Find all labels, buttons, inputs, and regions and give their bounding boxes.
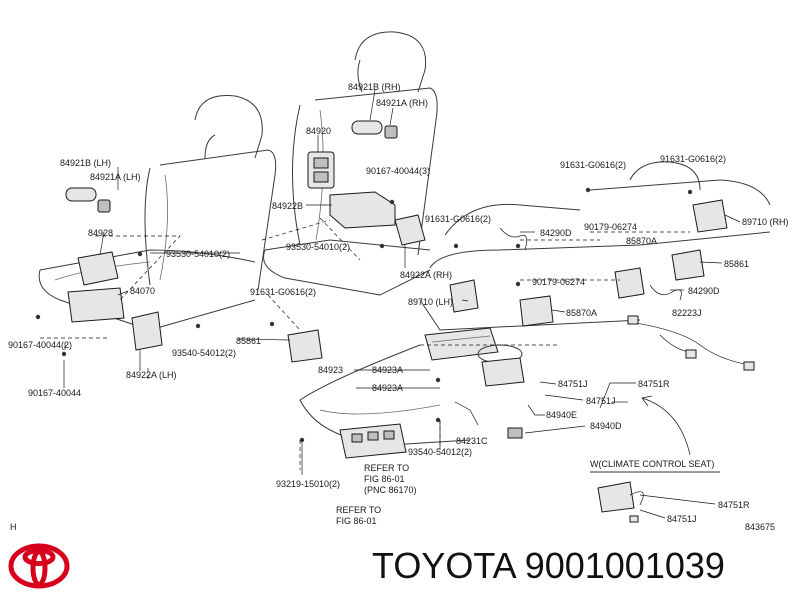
leader-lines <box>40 89 741 519</box>
switch-84070 <box>67 287 125 323</box>
label-84751j-c: 84751J <box>667 514 697 524</box>
label-85861-right: 85861 <box>724 259 749 269</box>
harness-82223j <box>629 321 751 366</box>
label-90179-06274-b: 90179-06274 <box>532 277 585 287</box>
climate-control-inset <box>590 471 720 523</box>
label-84921b-lh: 84921B (LH) <box>60 158 111 168</box>
label-84751r-b: 84751R <box>718 500 750 510</box>
label-90167-40044-2: 90167-40044(2) <box>8 340 72 350</box>
label-89710-rh: 89710 (RH) <box>742 217 789 227</box>
label-84928: 84928 <box>88 228 113 238</box>
label-84921b-rh: 84921B (RH) <box>348 82 401 92</box>
label-84923a-a: 84923A <box>372 365 403 375</box>
label-84751r-a: 84751R <box>638 379 670 389</box>
label-93540-54012-2-a: 93540-54012(2) <box>172 348 236 358</box>
sensor-84231c <box>454 401 479 426</box>
label-84922a-rh: 84922A (RH) <box>400 270 452 280</box>
knob-84921b-lh <box>65 187 97 202</box>
part-labels: 84921B (RH) 84921A (RH) 84920 84921B (LH… <box>8 82 789 532</box>
module-85870a-left <box>519 295 554 327</box>
console-84923 <box>424 327 499 361</box>
label-refer-2b: FIG 86-01 <box>336 516 377 526</box>
label-84070: 84070 <box>130 286 155 296</box>
label-89710-lh: 89710 (LH) <box>408 297 453 307</box>
label-93530-54010-2-right: 93530-54010(2) <box>286 242 350 252</box>
label-84923: 84923 <box>318 365 343 375</box>
corner-mark: H <box>10 522 17 532</box>
connector-84940d <box>507 427 523 439</box>
label-90167-40044-3: 90167-40044(3) <box>366 166 430 176</box>
label-84921a-lh: 84921A (LH) <box>90 172 141 182</box>
label-85861-left: 85861 <box>236 336 261 346</box>
inset-title: W(CLIMATE CONTROL SEAT) <box>590 459 714 469</box>
module-89710-lh <box>449 279 479 313</box>
label-91631-g0616-2-b: 91631-G0616(2) <box>425 214 491 224</box>
inset-module <box>597 481 635 513</box>
label-84920: 84920 <box>306 126 331 136</box>
label-85870a-a: 85870A <box>626 236 657 246</box>
switch-84920 <box>307 151 335 189</box>
label-84940d: 84940D <box>590 421 622 431</box>
switch-86170 <box>339 423 407 459</box>
knob-84921a-rh <box>384 125 398 139</box>
inset-pointer-arrow <box>641 397 691 456</box>
label-84923a-b: 84923A <box>372 383 403 393</box>
label-84751j-b: 84751J <box>586 396 616 406</box>
cover-84928 <box>77 251 119 286</box>
label-93530-54010-2-left: 93530-54010(2) <box>166 249 230 259</box>
label-91631-g0616-2-c: 91631-G0616(2) <box>560 160 626 170</box>
screw-fasteners <box>35 187 693 443</box>
label-90179-06274-a: 90179-06274 <box>584 222 637 232</box>
label-84290d-right: 84290D <box>688 286 720 296</box>
label-91631-g0616-2-d: 91631-G0616(2) <box>660 154 726 164</box>
bracket-84922a-rh <box>394 214 426 246</box>
module-85861-lh <box>287 329 323 363</box>
label-84922a-lh: 84922A (LH) <box>126 370 177 380</box>
module-85870a-right <box>614 267 645 299</box>
part-drawings <box>35 120 755 459</box>
right-front-seat-outline <box>263 31 438 296</box>
unit-84751r <box>481 357 525 387</box>
label-84751j-a: 84751J <box>558 379 588 389</box>
knob-84921a-lh <box>97 199 111 213</box>
label-refer-1a: REFER TO <box>364 463 409 473</box>
label-refer-2a: REFER TO <box>336 505 381 515</box>
label-85870a-b: 85870A <box>566 308 597 318</box>
label-93219-15010-2: 93219-15010(2) <box>276 479 340 489</box>
label-refer-1c: (PNC 86170) <box>364 485 417 495</box>
label-84290d-left: 84290D <box>540 228 572 238</box>
harness-84290d-left <box>499 227 527 251</box>
label-84940e: 84940E <box>546 410 577 420</box>
module-89710-rh <box>692 199 728 233</box>
label-93540-54012-2-b: 93540-54012(2) <box>408 447 472 457</box>
label-91631-g0616-2-a: 91631-G0616(2) <box>250 287 316 297</box>
module-84922a-lh <box>131 311 163 351</box>
label-84922b: 84922B <box>272 201 303 211</box>
module-84922b <box>329 191 396 229</box>
label-82223j: 82223J <box>672 308 702 318</box>
label-84231c: 84231C <box>456 436 488 446</box>
knob-84921b-rh <box>351 120 383 135</box>
label-84921a-rh: 84921A (RH) <box>376 98 428 108</box>
left-front-seat-outline <box>38 95 277 331</box>
harness-84290d-right <box>649 284 682 301</box>
toyota-logo-icon <box>8 543 70 589</box>
diagram-code: 843675 <box>745 522 775 532</box>
label-90167-40044: 90167-40044 <box>28 388 81 398</box>
label-refer-1b: FIG 86-01 <box>364 474 405 484</box>
module-85861-rh <box>671 249 705 281</box>
brand-part-number: TOYOTA 9001001039 <box>372 545 725 586</box>
